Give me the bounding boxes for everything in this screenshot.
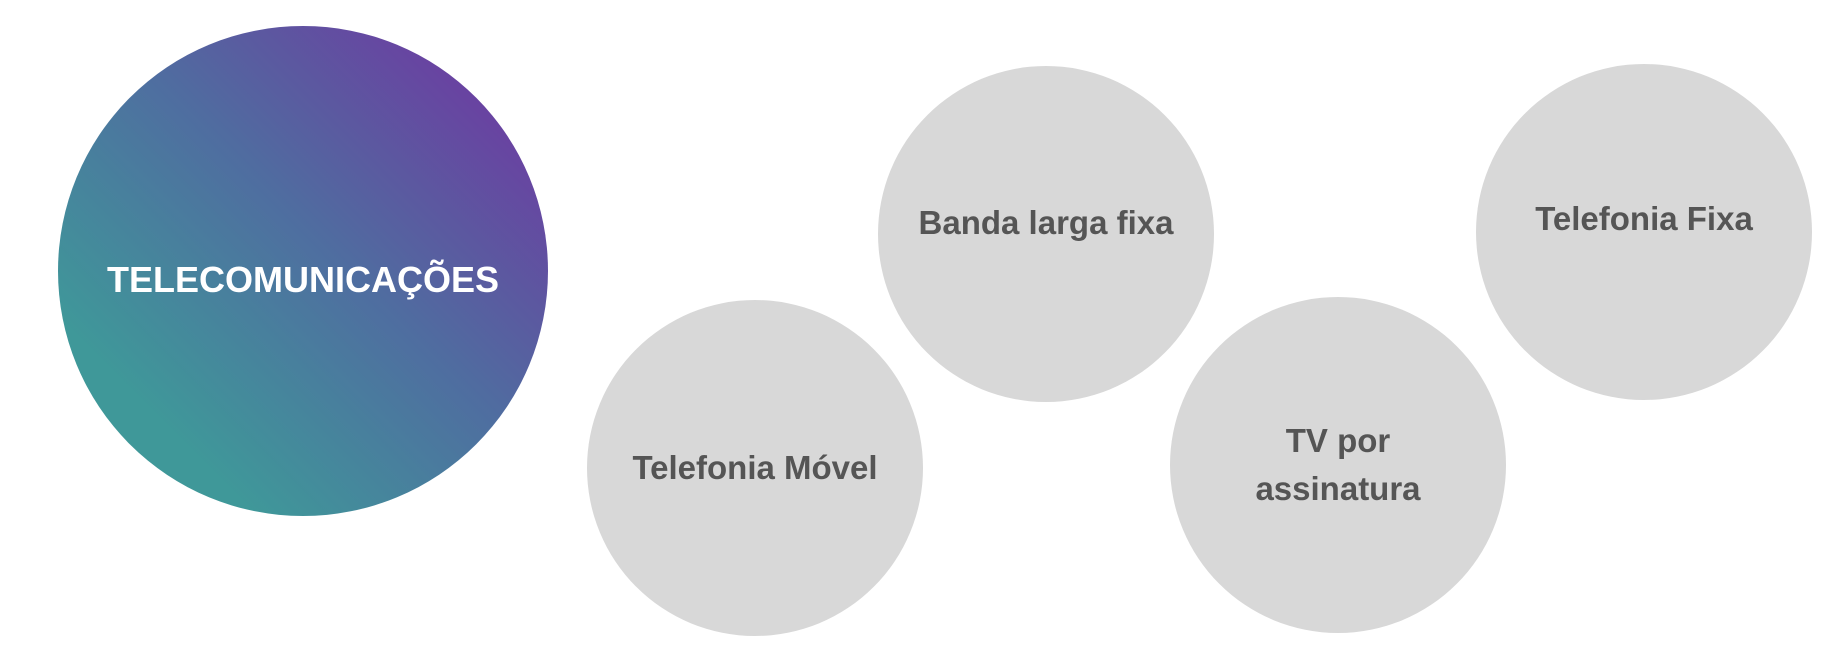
- main-circle-label: TELECOMUNICAÇÕES: [106, 259, 499, 300]
- circle-label-banda-larga-fixa: Banda larga fixa: [918, 204, 1174, 241]
- circle-tv-por-assinatura: TV por assinatura: [1170, 297, 1506, 633]
- circle-label-tv-por-assinatura: TV por assinatura: [1255, 422, 1421, 507]
- circle-telefonia-movel: Telefonia Móvel: [587, 300, 923, 636]
- main-circle-telecomunicacoes: TELECOMUNICAÇÕES: [58, 26, 548, 516]
- circle-label-telefonia-fixa: Telefonia Fixa: [1535, 200, 1753, 237]
- circle-banda-larga-fixa: Banda larga fixa: [878, 66, 1214, 402]
- circle-label-telefonia-movel: Telefonia Móvel: [632, 449, 878, 486]
- circle-telefonia-fixa: Telefonia Fixa: [1476, 64, 1812, 400]
